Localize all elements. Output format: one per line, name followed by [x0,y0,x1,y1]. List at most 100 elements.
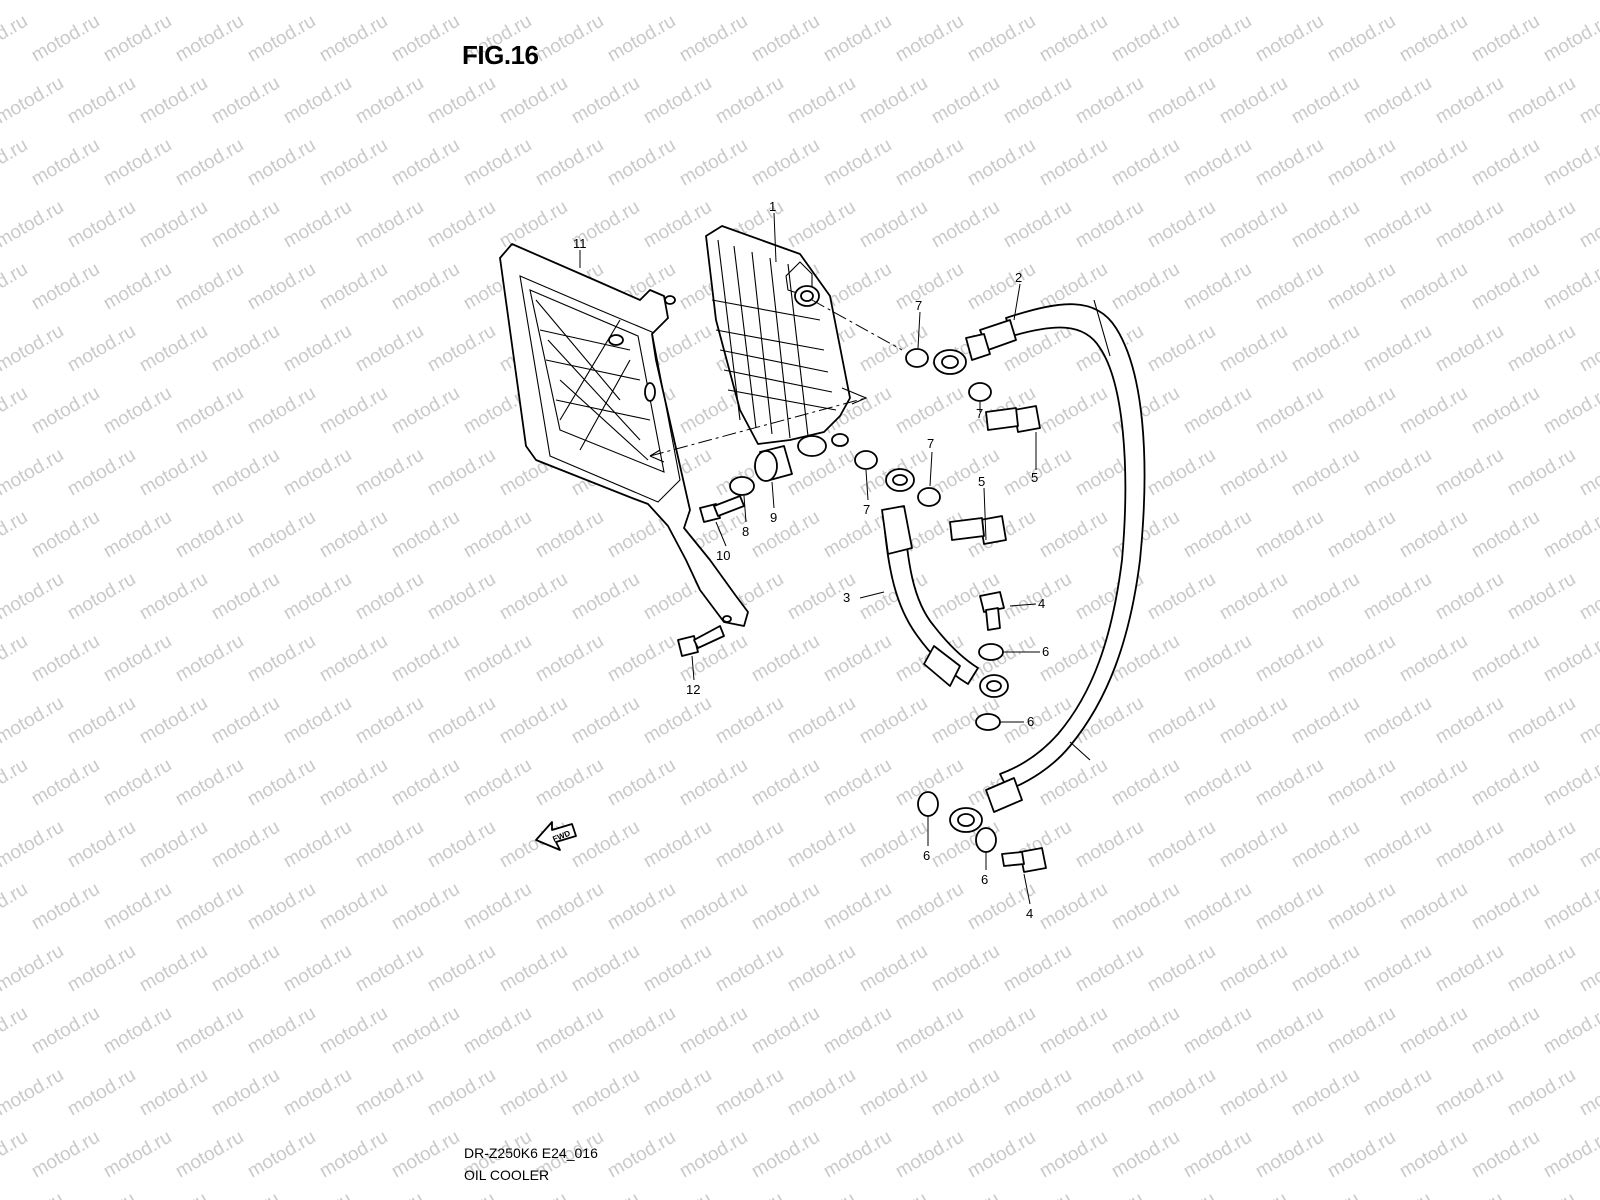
watermark-text: motod.ru [172,1127,247,1183]
part-4-union-bolt-upper [979,591,1005,631]
watermark-text: motod.ru [280,569,355,625]
watermark-text: motod.ru [1216,1065,1291,1121]
watermark-text: motod.ru [1216,817,1291,873]
watermark-text: motod.ru [784,197,859,253]
watermark-text: motod.ru [496,73,571,129]
watermark-text: motod.ru [1360,0,1435,4]
watermark-text: motod.ru [28,1003,103,1059]
watermark-text: motod.ru [244,755,319,811]
watermark-text: motod.ru [1000,1065,1075,1121]
watermark-text: motod.ru [604,631,679,687]
watermark-text: motod.ru [136,569,211,625]
watermark-text: motod.ru [1144,197,1219,253]
watermark-text: motod.ru [1252,631,1327,687]
watermark-text: motod.ru [1576,197,1600,253]
watermark-text: motod.ru [64,0,139,4]
watermark-text: motod.ru [1144,0,1219,4]
watermark-text: motod.ru [1324,1127,1399,1183]
watermark-text: motod.ru [1144,1189,1219,1200]
watermark-text: motod.ru [1000,197,1075,253]
part-3-oil-hose [881,468,1009,698]
watermark-text: motod.ru [1144,73,1219,129]
watermark-text: motod.ru [1324,631,1399,687]
watermark-text: motod.ru [784,693,859,749]
watermark-text: motod.ru [748,507,823,563]
callout-6-d: 6 [981,872,988,887]
watermark-text: motod.ru [1144,445,1219,501]
watermark-text: motod.ru [496,1065,571,1121]
watermark-text: motod.ru [388,1127,463,1183]
part-2-oil-hose [933,299,1146,833]
watermark-text: motod.ru [604,11,679,67]
watermark-text: motod.ru [496,569,571,625]
watermark-text: motod.ru [1072,817,1147,873]
watermark-text: motod.ru [1288,321,1363,377]
watermark-text: motod.ru [604,755,679,811]
watermark-text: motod.ru [748,1003,823,1059]
watermark-text: motod.ru [1288,0,1363,4]
watermark-text: motod.ru [964,1003,1039,1059]
watermark-text: motod.ru [1576,569,1600,625]
watermark-text: motod.ru [1144,817,1219,873]
watermark-text: motod.ru [0,321,67,377]
watermark-text: motod.ru [0,1127,31,1183]
washer-7-d [917,487,941,507]
watermark-text: motod.ru [1360,321,1435,377]
watermark-text: motod.ru [1216,445,1291,501]
watermark-text: motod.ru [352,941,427,997]
watermark-text: motod.ru [0,817,67,873]
watermark-text: motod.ru [1180,755,1255,811]
watermark-text: motod.ru [1180,383,1255,439]
watermark-text: motod.ru [1108,1003,1183,1059]
watermark-text: motod.ru [172,755,247,811]
watermark-text: motod.ru [640,1065,715,1121]
watermark-text: motod.ru [1504,693,1579,749]
watermark-text: motod.ru [640,941,715,997]
watermark-text: motod.ru [0,569,67,625]
watermark-text: motod.ru [1432,197,1507,253]
watermark-text: motod.ru [1072,941,1147,997]
watermark-text: motod.ru [496,0,571,4]
watermark-text: motod.ru [1072,1189,1147,1200]
watermark-text: motod.ru [676,879,751,935]
watermark-text: motod.ru [1540,755,1600,811]
watermark-text: motod.ru [28,1127,103,1183]
watermark-text: motod.ru [928,445,1003,501]
watermark-text: motod.ru [568,0,643,4]
watermark-text: motod.ru [352,197,427,253]
watermark-text: motod.ru [1180,1127,1255,1183]
watermark-text: motod.ru [1324,259,1399,315]
part-4-union-bolt-lower [1001,847,1047,873]
watermark-text: motod.ru [532,879,607,935]
watermark-text: motod.ru [928,197,1003,253]
watermark-text: motod.ru [208,0,283,4]
watermark-text: motod.ru [532,631,607,687]
watermark-text: motod.ru [856,941,931,997]
watermark-text: motod.ru [136,197,211,253]
watermark-text: motod.ru [712,73,787,129]
watermark-text: motod.ru [1504,73,1579,129]
callout-9: 9 [770,510,777,525]
watermark-text: motod.ru [64,321,139,377]
watermark-text: motod.ru [532,507,607,563]
watermark-text: motod.ru [1396,135,1471,191]
watermark-text: motod.ru [1072,197,1147,253]
watermark-text: motod.ru [1360,817,1435,873]
watermark-text: motod.ru [136,693,211,749]
watermark-text: motod.ru [928,1189,1003,1200]
watermark-text: motod.ru [1180,259,1255,315]
watermark-text: motod.ru [316,755,391,811]
watermark-text: motod.ru [460,135,535,191]
watermark-text: motod.ru [1540,383,1600,439]
watermark-text: motod.ru [280,0,355,4]
watermark-text: motod.ru [172,879,247,935]
watermark-text: motod.ru [604,1003,679,1059]
watermark-text: motod.ru [352,1189,427,1200]
watermark-text: motod.ru [856,73,931,129]
callout-3: 3 [843,590,850,605]
watermark-text: motod.ru [1360,197,1435,253]
watermark-text: motod.ru [964,259,1039,315]
watermark-text: motod.ru [748,755,823,811]
